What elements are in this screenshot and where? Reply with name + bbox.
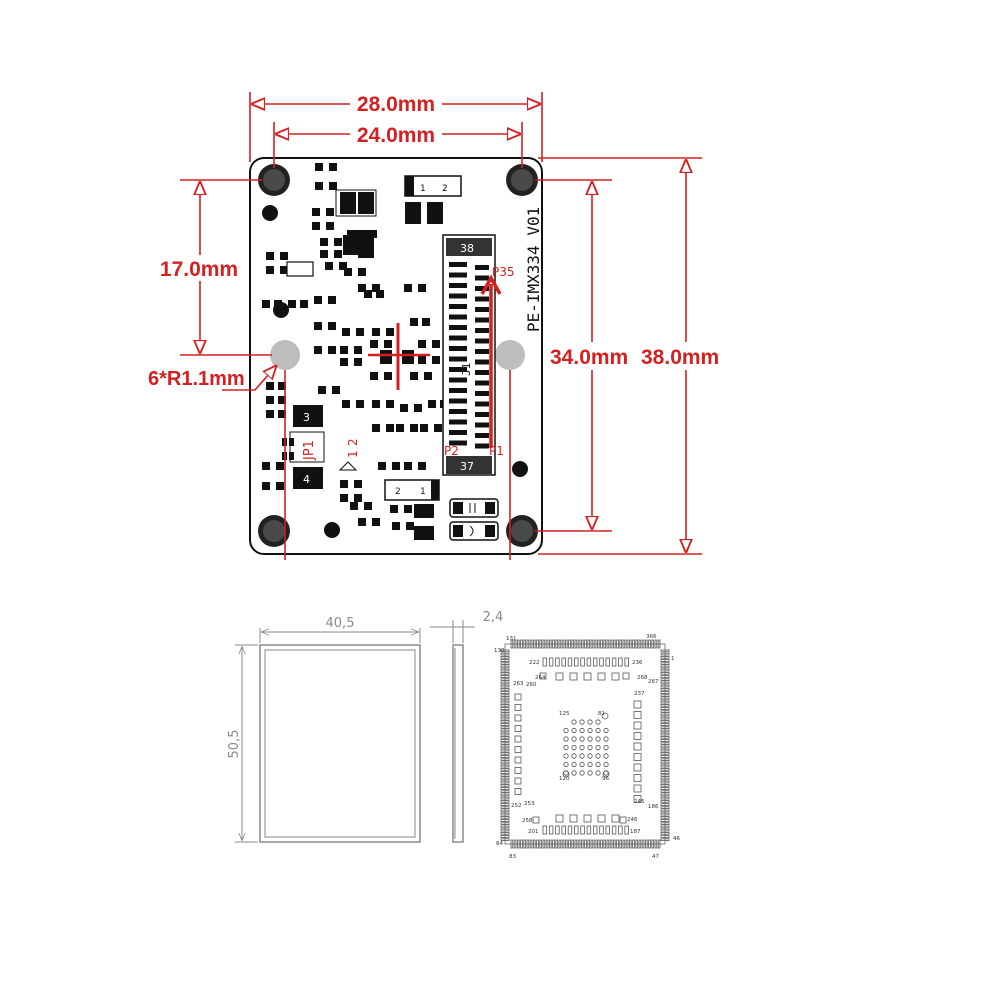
dim-width-inner: 24.0mm xyxy=(357,124,435,147)
pin-label-120: 120 xyxy=(559,776,570,782)
pin-38-label: 38 xyxy=(460,242,474,255)
fiducial-dot xyxy=(512,461,528,477)
hole-leader xyxy=(222,366,276,391)
dim-width-outer: 28.0mm xyxy=(357,93,435,116)
package-footprint xyxy=(500,639,670,849)
package-front-view xyxy=(235,628,421,843)
pin-label-187: 187 xyxy=(630,829,641,835)
dim-hole-radius: 6*R1.1mm xyxy=(148,368,245,390)
dim-height-inner: 34.0mm xyxy=(550,346,628,369)
cap-bottom-pin1: 1 xyxy=(420,487,426,497)
fpc-connector: 38 37 xyxy=(442,234,496,476)
pin-label-258: 258 xyxy=(522,818,533,824)
pin-label-245: 245 xyxy=(634,799,645,805)
mounting-hole xyxy=(495,340,525,370)
cap-top-pin2: 2 xyxy=(442,184,448,194)
board-drawing: 38 37 PE-IMX334_V01 P35 P2 P1 J1 JP1 2 1… xyxy=(249,157,543,555)
dim-height-left: 17.0mm xyxy=(160,258,238,281)
pin-label-267: 267 xyxy=(648,679,659,685)
pin-label-268: 268 xyxy=(637,675,648,681)
p1-label: P1 xyxy=(489,444,504,458)
q4-label: 4 xyxy=(303,473,310,486)
pin-label-253: 253 xyxy=(524,801,535,807)
p35-label: P35 xyxy=(492,265,515,279)
pin-label-264: 264 xyxy=(535,675,546,681)
jp1-label: JP1 xyxy=(302,440,317,461)
jp1-pin2-label: 2 xyxy=(346,438,360,446)
cap-bottom-pin2: 2 xyxy=(395,487,401,497)
pin-label-84: 84 xyxy=(496,841,503,847)
pin-label-125: 125 xyxy=(559,711,570,717)
pin-label-186: 186 xyxy=(648,804,659,810)
pin-label-1: 1 xyxy=(671,656,675,662)
dim-height-outer: 38.0mm xyxy=(641,346,719,369)
pin-label-263: 263 xyxy=(513,681,524,687)
jp1-triangle xyxy=(338,461,358,471)
pin-label-260: 260 xyxy=(526,682,537,688)
fiducial-dot xyxy=(262,205,278,221)
center-crosshair xyxy=(368,323,430,390)
cap-top-pin1: 1 xyxy=(420,184,426,194)
package-side-view xyxy=(430,620,475,843)
pin-label-46: 46 xyxy=(673,836,680,842)
pin-label-236: 236 xyxy=(632,660,643,666)
pin-label-222: 222 xyxy=(529,660,540,666)
pin-label-81: 81 xyxy=(598,711,605,717)
pin-label-47: 47 xyxy=(652,854,659,860)
pin-label-131: 131 xyxy=(506,636,517,642)
pin-label-246: 246 xyxy=(627,817,638,823)
pin-label-201: 201 xyxy=(528,829,539,835)
footprint-pin-labels: 131 366 130 1 222 236 264 268 263 260 26… xyxy=(494,634,680,860)
mounting-hole xyxy=(270,340,300,370)
pin-37-label: 37 xyxy=(460,460,474,473)
p2-label: P2 xyxy=(444,444,459,458)
jp1-pin1-label: 1 xyxy=(346,450,360,458)
package-width-label: 40,5 xyxy=(326,616,355,631)
q3-label: 3 xyxy=(303,411,310,424)
pin-label-130: 130 xyxy=(494,648,505,654)
pin-label-237: 237 xyxy=(634,691,645,697)
pin-label-96: 96 xyxy=(602,776,609,782)
components xyxy=(262,163,448,540)
board-name: PE-IMX334_V01 xyxy=(524,207,543,332)
pin-label-366: 366 xyxy=(646,634,657,640)
mounting-holes xyxy=(258,164,538,547)
pin-label-83: 83 xyxy=(509,854,516,860)
j1-label: J1 xyxy=(460,363,473,376)
pin-label-252: 252 xyxy=(511,803,522,809)
package-height-label: 50,5 xyxy=(227,730,242,759)
fiducial-dot xyxy=(324,522,340,538)
package-thickness-label: 2,4 xyxy=(483,610,504,625)
